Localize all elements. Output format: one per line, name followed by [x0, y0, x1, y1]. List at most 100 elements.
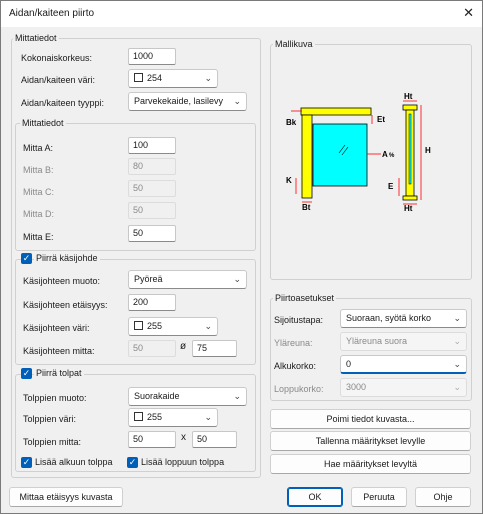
side-handrail-shape	[402, 104, 418, 111]
alkukorko-label: Alkukorko:	[274, 361, 317, 371]
mitta-e-input[interactable]: 50	[128, 225, 176, 242]
loppukorko-label: Loppukorko:	[274, 384, 324, 394]
tolpat-mitta-input-1[interactable]: 50	[128, 431, 176, 448]
tolpat-mitta-input-2[interactable]: 50	[192, 431, 237, 448]
peruuta-button[interactable]: Peruuta	[351, 487, 407, 507]
poimi-tiedot-button[interactable]: Poimi tiedot kuvasta...	[270, 409, 471, 429]
loppukorko-value: 3000	[346, 382, 367, 392]
lisaa-loppuun-tolppa-checkbox[interactable]: ✓	[127, 457, 138, 468]
mitta-a-label: Mitta A:	[23, 143, 54, 153]
ht-label-bottom: Ht	[404, 204, 413, 211]
close-icon[interactable]: ✕	[463, 5, 474, 20]
ylareuna-label: Yläreuna:	[274, 338, 313, 348]
kasijohde-group	[15, 259, 256, 365]
mitta-c-input[interactable]: 50	[128, 180, 176, 197]
kasijohde-mitta-input-2[interactable]: 75	[192, 340, 237, 357]
tolpat-vari-dropdown[interactable]: 255 ⌄	[128, 408, 218, 427]
k-label: K	[286, 176, 292, 185]
tolpat-muoto-label: Tolppien muoto:	[23, 393, 87, 403]
chevron-down-icon: ⌄	[204, 412, 212, 422]
color-swatch-icon	[134, 73, 143, 82]
ok-button[interactable]: OK	[287, 487, 343, 507]
chevron-down-icon: ⌄	[204, 73, 212, 83]
tolpat-vari-value: 255	[147, 412, 163, 422]
aidan-tyyppi-value: Parvekekaide, lasilevy	[134, 96, 224, 106]
mittatiedot-group	[11, 38, 261, 478]
alkukorko-combobox[interactable]: 0 ⌄	[340, 355, 467, 374]
handrail-shape	[300, 107, 372, 116]
et-label: Et	[377, 115, 385, 124]
tolpat-vari-label: Tolppien väri:	[23, 414, 77, 424]
mallikuva-group	[270, 44, 472, 280]
tallenna-maaritykset-button[interactable]: Tallenna määritykset levylle	[270, 431, 471, 451]
tolpat-group	[15, 374, 256, 472]
bk-label: Bk	[286, 118, 297, 127]
hae-maaritykset-button[interactable]: Hae määritykset levyltä	[270, 454, 471, 474]
piirtoasetukset-group	[270, 298, 472, 401]
kasijohde-mitta-input-1[interactable]: 50	[128, 340, 176, 357]
chevron-down-icon: ⌄	[233, 391, 241, 401]
sijoitustapa-dropdown[interactable]: Suoraan, syötä korko ⌄	[340, 309, 467, 328]
chevron-down-icon: ⌄	[453, 382, 461, 392]
kasijohde-vari-label: Käsijohteen väri:	[23, 323, 90, 333]
mitta-b-label: Mitta B:	[23, 165, 54, 175]
color-swatch-icon	[134, 412, 143, 421]
aidan-tyyppi-dropdown[interactable]: Parvekekaide, lasilevy ⌄	[128, 92, 247, 111]
sijoitustapa-value: Suoraan, syötä korko	[346, 313, 432, 323]
piirra-kasijohde-checkbox[interactable]: ✓	[21, 253, 32, 264]
tolpat-muoto-dropdown[interactable]: Suorakaide ⌄	[128, 387, 247, 406]
ht-label-top: Ht	[404, 92, 413, 101]
chevron-down-icon: ⌄	[453, 359, 461, 369]
chevron-down-icon: ⌄	[233, 274, 241, 284]
alkukorko-value: 0	[346, 359, 352, 369]
loppukorko-combobox[interactable]: 3000 ⌄	[340, 378, 467, 397]
diameter-symbol: ø	[180, 341, 187, 352]
kasijohde-etaisyys-input[interactable]: 200	[128, 294, 176, 311]
mitta-b-input[interactable]: 80	[128, 158, 176, 175]
aidan-tyyppi-label: Aidan/kaiteen tyyppi:	[21, 98, 105, 108]
kokonaiskorkeus-input[interactable]: 1000	[128, 48, 176, 65]
lisaa-alkuun-tolppa-checkbox[interactable]: ✓	[21, 457, 32, 468]
ylareuna-dropdown[interactable]: Yläreuna suora ⌄	[340, 332, 467, 351]
piirra-tolpat-checkbox[interactable]: ✓	[21, 368, 32, 379]
mittatiedot-sub-title: Mittatiedot	[20, 118, 66, 128]
left-post-shape	[301, 114, 313, 199]
glass-hatch-2	[341, 146, 349, 156]
side-glass-shape	[408, 113, 412, 185]
mittaa-etaisyys-button[interactable]: Mittaa etäisyys kuvasta	[9, 487, 123, 507]
kasijohde-etaisyys-label: Käsijohteen etäisyys:	[23, 300, 108, 310]
color-swatch-icon	[134, 321, 143, 330]
kasijohde-muoto-value: Pyöreä	[134, 274, 163, 284]
kasijohde-muoto-label: Käsijohteen muoto:	[23, 276, 101, 286]
mitta-d-label: Mitta D:	[23, 209, 55, 219]
bt-label-left: Bt	[302, 203, 311, 211]
side-base-shape	[402, 195, 418, 201]
tolpat-mitta-label: Tolppien mitta:	[23, 437, 82, 447]
chevron-down-icon: ⌄	[233, 96, 241, 106]
mallikuva-diagram: Bk Et A % K Bt Ht H E Ht	[286, 92, 431, 211]
mittatiedot-title: Mittatiedot	[13, 33, 59, 43]
h-label: H	[425, 146, 431, 155]
mitta-a-input[interactable]: 100	[128, 137, 176, 154]
aidan-vari-value: 254	[147, 73, 163, 83]
sijoitustapa-label: Sijoitustapa:	[274, 315, 324, 325]
chevron-down-icon: ⌄	[453, 313, 461, 323]
pct-label: %	[389, 153, 395, 159]
mitta-d-input[interactable]: 50	[128, 202, 176, 219]
aidan-vari-dropdown[interactable]: 254 ⌄	[128, 69, 218, 88]
kasijohde-mitta-label: Käsijohteen mitta:	[23, 346, 95, 356]
e-label: E	[388, 182, 394, 191]
kasijohde-title: Piirrä käsijohde	[34, 253, 100, 263]
chevron-down-icon: ⌄	[204, 321, 212, 331]
a-label: A	[382, 150, 388, 159]
aidan-vari-label: Aidan/kaiteen väri:	[21, 75, 96, 85]
tolpat-muoto-value: Suorakaide	[134, 391, 180, 401]
ohje-button[interactable]: Ohje	[415, 487, 471, 507]
lisaa-loppuun-tolppa-label: Lisää loppuun tolppa	[141, 457, 225, 467]
kasijohde-vari-value: 255	[147, 321, 163, 331]
kasijohde-muoto-dropdown[interactable]: Pyöreä ⌄	[128, 270, 247, 289]
mitta-c-label: Mitta C:	[23, 187, 55, 197]
kasijohde-vari-dropdown[interactable]: 255 ⌄	[128, 317, 218, 336]
kokonaiskorkeus-label: Kokonaiskorkeus:	[21, 53, 93, 63]
